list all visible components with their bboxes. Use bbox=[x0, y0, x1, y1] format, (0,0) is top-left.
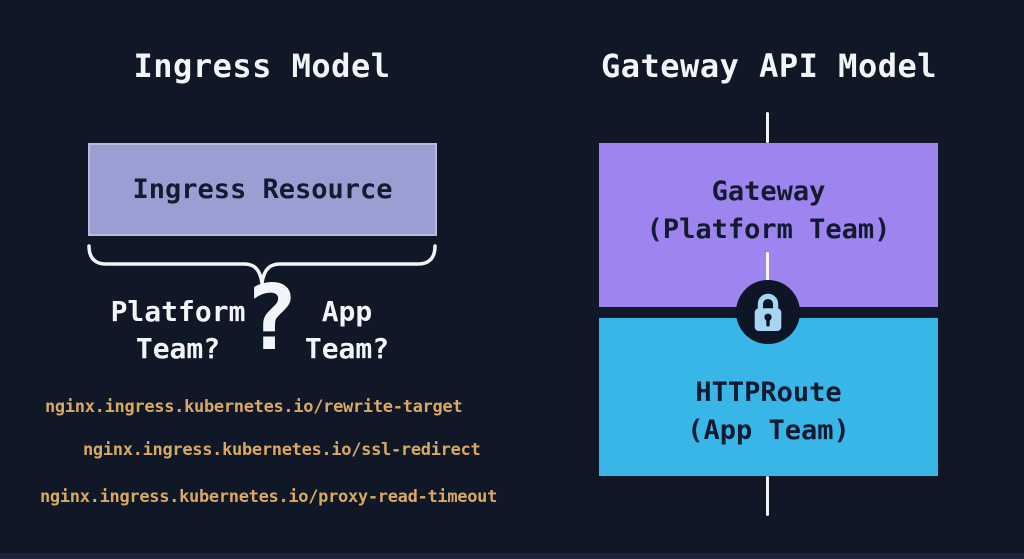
annotation-proxy-read-timeout: nginx.ingress.kubernetes.io/proxy-read-t… bbox=[40, 487, 498, 507]
ingress-resource-box: Ingress Resource bbox=[88, 143, 437, 236]
platform-team-question-line1: Platform bbox=[110, 295, 246, 328]
gateway-box-line2: (Platform Team) bbox=[646, 214, 891, 245]
httproute-box-line1: HTTPRoute bbox=[695, 377, 842, 408]
annotation-rewrite-target: nginx.ingress.kubernetes.io/rewrite-targ… bbox=[45, 397, 463, 417]
httproute-box: HTTPRoute (App Team) bbox=[599, 318, 938, 476]
connector-line-top bbox=[766, 112, 769, 143]
app-team-question: App Team? bbox=[257, 293, 437, 367]
platform-team-question-line2: Team? bbox=[135, 332, 221, 365]
gateway-box-line1: Gateway bbox=[711, 176, 826, 207]
ingress-model-title: Ingress Model bbox=[133, 47, 391, 85]
app-team-question-line1: App bbox=[321, 295, 373, 328]
lock-badge bbox=[736, 280, 800, 344]
app-team-question-line2: Team? bbox=[304, 332, 390, 365]
connector-line-bottom bbox=[766, 476, 769, 516]
lock-icon bbox=[754, 293, 782, 331]
ingress-resource-label: Ingress Resource bbox=[132, 173, 393, 205]
underbrace-bracket-icon bbox=[87, 244, 437, 285]
platform-team-question: Platform Team? bbox=[88, 293, 268, 367]
httproute-box-line2: (App Team) bbox=[687, 415, 850, 446]
footer-strip bbox=[0, 553, 1024, 559]
annotation-ssl-redirect: nginx.ingress.kubernetes.io/ssl-redirect bbox=[83, 440, 481, 460]
gateway-api-model-title: Gateway API Model bbox=[600, 47, 937, 85]
big-question-mark: ? bbox=[243, 266, 299, 371]
